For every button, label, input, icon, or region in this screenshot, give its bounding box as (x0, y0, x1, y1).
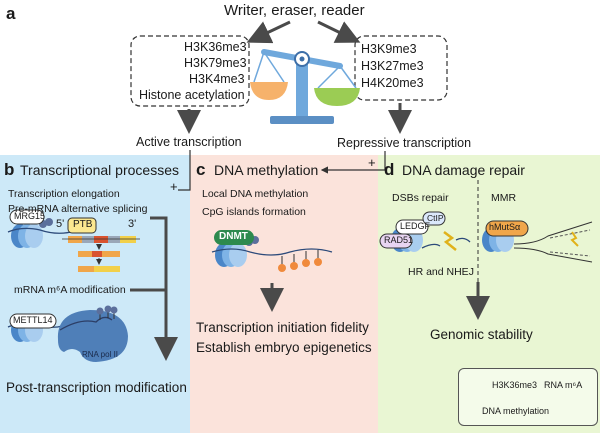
mark-h3k27me3: H3K27me3 (361, 59, 424, 73)
panel-d-label: d (384, 160, 395, 179)
legend-dna-methylation: DNA methylation (482, 406, 550, 416)
active-connector (178, 150, 191, 191)
dnmt-label: DNMT (219, 231, 248, 242)
right-marks-box (354, 35, 448, 101)
panel-c-plus: + (368, 155, 376, 170)
panel-a-title: Writer, eraser, reader (224, 2, 365, 19)
hmutsa-label: hMutSα (489, 222, 521, 232)
b-post-transcription: Post-transcription modification (6, 380, 187, 395)
m6a-marks-b (96, 305, 118, 320)
ptb-box (67, 217, 97, 234)
d-mmr: MMR (491, 192, 517, 204)
five-prime-label: 5' (56, 218, 65, 230)
three-prime-label: 3' (128, 218, 137, 230)
b-alternative-splicing: Pre-mRNA alternative splicing (8, 203, 148, 215)
repressive-connector (320, 151, 386, 174)
pre-mrna-exons (68, 236, 136, 272)
dna-strand-c (211, 248, 333, 256)
panel-b-title: Transcriptional processes (20, 162, 179, 178)
c-cpg-islands: CpG islands formation (202, 206, 306, 218)
mrg15-label: MRG15 (14, 211, 46, 221)
rna-strand (59, 316, 113, 331)
ctip-box (422, 211, 446, 226)
panel-b-transcriptional (0, 155, 190, 433)
panel-b-plus: + (170, 179, 178, 194)
repressive-transcription-label: Repressive transcription (337, 136, 472, 150)
rad51-label: RAD51 (384, 235, 414, 245)
mettl14-box (9, 313, 57, 329)
b-m6a-modification: mRNA m⁶A modification (14, 284, 126, 296)
balance-scale-icon (250, 49, 360, 124)
left-marks-box (130, 35, 250, 107)
hmutsa-box (485, 220, 529, 237)
mark-h3k79me3: H3K79me3 (184, 56, 247, 70)
legend-rna-m6a: RNA m⁶A (544, 380, 583, 390)
rad51-box (379, 233, 413, 249)
c-local-methylation: Local DNA methylation (202, 188, 309, 200)
rna-pol-ii-label: RNA pol II (82, 350, 119, 359)
d-dsb-repair: DSBs repair (392, 192, 449, 204)
dsb-break-icon (443, 231, 457, 251)
panel-a-label: a (6, 4, 16, 23)
title-arrow-left (246, 20, 291, 44)
legend-h3k36me3: H3K36me3 (492, 380, 538, 390)
panel-c-dna-methylation (190, 155, 378, 433)
ctip-label: CtIP (427, 213, 444, 223)
legend (458, 368, 598, 426)
mark-h4k20me3: H4K20me3 (361, 76, 424, 90)
mark-histone-acetylation: Histone acetylation (139, 88, 245, 102)
mettl14-label: METTL14 (13, 315, 53, 325)
mark-h3k9me3: H3K9me3 (361, 42, 417, 56)
dnmt-box (214, 230, 254, 245)
mark-h3k4me3: H3K4me3 (189, 72, 245, 86)
b-side-bracket (130, 216, 166, 355)
panel-c-label: c (196, 160, 206, 179)
panel-c-title: DNA methylation (214, 162, 319, 178)
mmr-fork-icon (513, 221, 593, 263)
ledgf-label: LEDGF (400, 221, 431, 231)
c-initiation-fidelity: Transcription initiation fidelity (196, 320, 369, 335)
c-embryo-epigenetics: Establish embryo epigenetics (196, 340, 372, 355)
panel-d-title: DNA damage repair (402, 162, 525, 178)
methylation-marks-c (278, 250, 322, 272)
d-genomic-stability: Genomic stability (430, 327, 533, 342)
mrg15-box (9, 209, 45, 225)
b-transcription-elongation: Transcription elongation (8, 188, 120, 200)
ptb-label: PTB (73, 219, 93, 230)
dsb-dna (421, 237, 471, 249)
ledgf-box (395, 219, 429, 235)
active-transcription-label: Active transcription (136, 135, 242, 149)
mark-h3k36me3: H3K36me3 (184, 40, 247, 54)
nucleosome-icon-b1 (7, 218, 76, 248)
d-hr-nhej: HR and NHEJ (408, 266, 474, 278)
panel-b-label: b (4, 160, 15, 179)
title-arrow-right (317, 20, 361, 43)
